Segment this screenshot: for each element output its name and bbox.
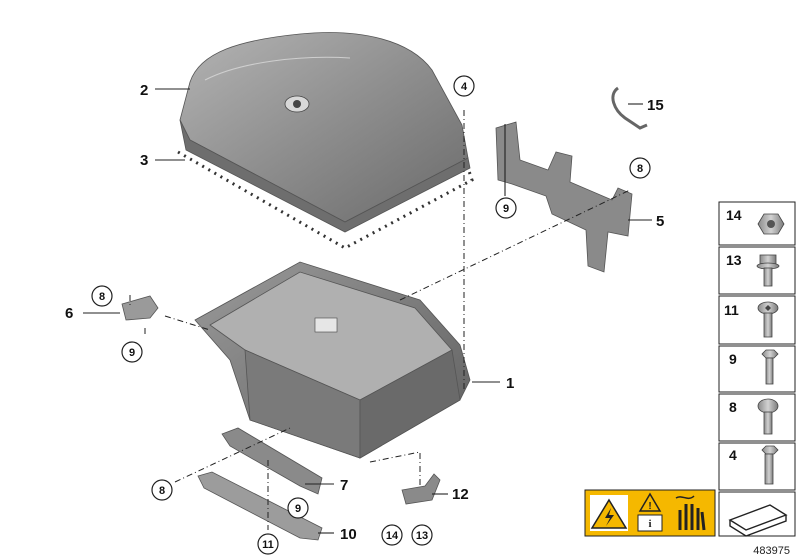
gasket-part [177,150,474,250]
circled-callout-11: 11 [257,533,279,555]
callout-labels: 2 3 6 1 5 15 7 12 10 [65,82,664,543]
torx-screw-icon [757,301,779,338]
svg-text:14: 14 [386,530,399,542]
svg-text:13: 13 [726,252,742,268]
heat-shield-part [197,471,323,541]
tray-part [194,261,471,459]
callout-6: 6 [65,305,73,322]
svg-text:i: i [648,518,651,530]
fastener-legend: 14 13 11 9 8 4 [718,201,796,491]
callout-3: 3 [140,152,148,169]
circled-callout-4: 4 [453,75,475,97]
assembly-lines [129,110,631,530]
legend-cell-14: 14 [718,201,796,246]
callout-15: 15 [647,97,664,114]
svg-text:9: 9 [295,503,301,515]
flange-bolt-icon [756,254,780,287]
callout-12: 12 [452,486,469,503]
lower-brace-part [221,427,323,495]
circled-callout-8-lower: 8 [151,479,173,501]
svg-text:4: 4 [729,447,737,463]
circled-callout-14: 14 [381,524,403,546]
svg-text:11: 11 [262,539,274,551]
legend-cell-4: 4 [718,442,796,491]
caution-icon [638,492,662,512]
small-bracket-part [121,295,159,321]
svg-text:8: 8 [159,485,165,497]
svg-text:!: ! [648,501,651,512]
circled-callouts: 4 8 9 8 9 8 9 11 14 13 [91,75,651,555]
circled-callout-9-small: 9 [121,341,143,363]
callout-5: 5 [656,213,664,230]
circled-callout-8-bracket: 8 [629,157,651,179]
svg-text:11: 11 [724,302,739,318]
legend-cell-13: 13 [718,246,796,295]
circled-callout-9-bracket: 9 [495,197,517,219]
circled-callout-9-lower: 9 [287,497,309,519]
bracket-part [495,121,633,273]
legend-cell-9: 9 [718,345,796,393]
svg-text:13: 13 [416,530,428,542]
callout-1: 1 [506,375,514,392]
callout-7: 7 [340,477,348,494]
stud-bolt-icon [761,445,779,485]
legend-cell-11: 11 [718,295,796,345]
circled-callout-8-small: 8 [91,285,113,307]
cover-part [179,32,471,233]
pan-head-screw-icon [757,398,779,435]
svg-text:8: 8 [99,291,105,303]
reference-number: 483975 [753,545,790,557]
sheet-icon-box [718,491,796,537]
svg-text:9: 9 [129,347,135,359]
warning-label: ! i [584,489,716,537]
legend-cell-8: 8 [718,393,796,442]
circled-callout-13: 13 [411,524,433,546]
hand-warning-icon [678,504,706,531]
svg-text:9: 9 [729,351,737,367]
clip-part [611,86,648,130]
leader-lines [83,88,652,534]
svg-text:4: 4 [461,81,468,93]
svg-text:8: 8 [729,399,737,415]
callout-10: 10 [340,526,357,543]
svg-text:8: 8 [637,163,643,175]
cable-holder-part [401,473,441,505]
manual-icon [637,514,663,532]
svg-text:9: 9 [503,203,509,215]
hex-screw-icon [761,349,779,385]
callout-2: 2 [140,82,148,99]
svg-text:14: 14 [726,207,742,223]
